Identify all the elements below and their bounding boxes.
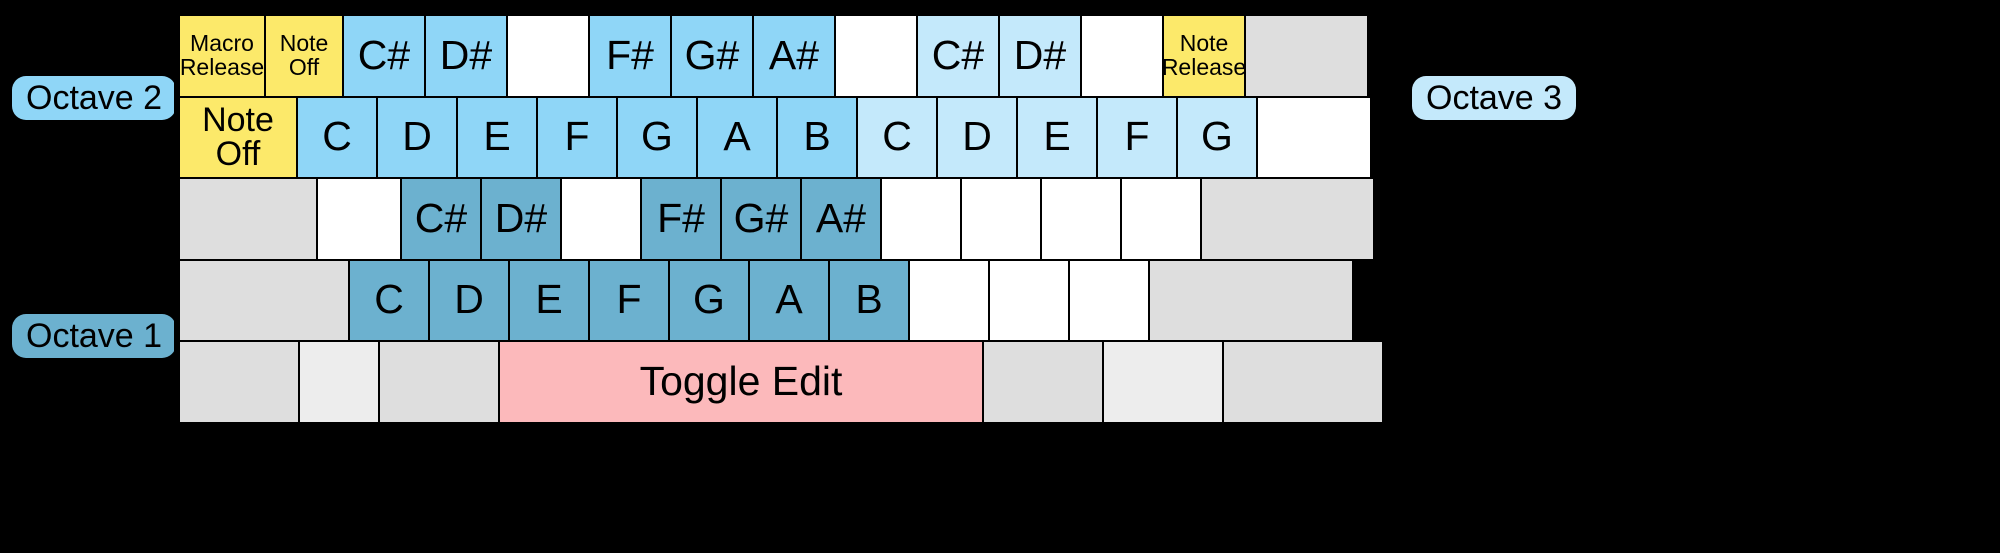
key-a[interactable]: A <box>696 95 778 179</box>
key-macro-release[interactable]: Macro Release <box>178 14 266 98</box>
key-g[interactable]: G <box>1176 95 1258 179</box>
key-blank[interactable] <box>1200 177 1375 261</box>
key-dsharp[interactable]: D# <box>424 14 508 98</box>
key-gsharp[interactable]: G# <box>670 14 754 98</box>
key-c[interactable]: C <box>348 258 430 342</box>
key-e[interactable]: E <box>1016 95 1098 179</box>
key-blank[interactable] <box>506 14 590 98</box>
key-asharp[interactable]: A# <box>800 177 882 261</box>
key-blank[interactable] <box>1068 258 1150 342</box>
octave-2-label: Octave 2 <box>12 76 177 120</box>
key-csharp[interactable]: C# <box>342 14 426 98</box>
key-b[interactable]: B <box>776 95 858 179</box>
octave-1-label: Octave 1 <box>12 314 177 358</box>
octave-3-label: Octave 3 <box>1412 76 1577 120</box>
key-c[interactable]: C <box>296 95 378 179</box>
key-blank[interactable] <box>960 177 1042 261</box>
key-blank[interactable] <box>316 177 402 261</box>
key-gsharp[interactable]: G# <box>720 177 802 261</box>
key-c[interactable]: C <box>856 95 938 179</box>
key-f[interactable]: F <box>536 95 618 179</box>
key-blank[interactable] <box>982 340 1104 424</box>
key-blank[interactable] <box>298 340 380 424</box>
key-blank[interactable] <box>1244 14 1369 98</box>
key-csharp[interactable]: C# <box>916 14 1000 98</box>
key-blank[interactable] <box>178 258 350 342</box>
key-blank[interactable] <box>1222 340 1384 424</box>
key-blank[interactable] <box>560 177 642 261</box>
key-blank[interactable] <box>1148 258 1354 342</box>
key-blank[interactable] <box>378 340 500 424</box>
key-blank[interactable] <box>988 258 1070 342</box>
key-blank[interactable] <box>1120 177 1202 261</box>
key-d[interactable]: D <box>376 95 458 179</box>
key-blank[interactable] <box>178 177 318 261</box>
key-blank[interactable] <box>1040 177 1122 261</box>
key-blank[interactable] <box>834 14 918 98</box>
key-blank[interactable] <box>1080 14 1164 98</box>
key-csharp[interactable]: C# <box>400 177 482 261</box>
key-dsharp[interactable]: D# <box>998 14 1082 98</box>
keyboard-row-home-row: C#D# F#G#A# <box>178 177 1388 261</box>
key-g[interactable]: G <box>616 95 698 179</box>
key-a[interactable]: A <box>748 258 830 342</box>
key-b[interactable]: B <box>828 258 910 342</box>
keyboard-row-space-row: Toggle Edit <box>178 340 1388 424</box>
key-dsharp[interactable]: D# <box>480 177 562 261</box>
key-blank[interactable] <box>880 177 962 261</box>
key-toggle-edit[interactable]: Toggle Edit <box>498 340 984 424</box>
key-f[interactable]: F <box>1096 95 1178 179</box>
key-f[interactable]: F <box>588 258 670 342</box>
key-e[interactable]: E <box>508 258 590 342</box>
key-g[interactable]: G <box>668 258 750 342</box>
key-d[interactable]: D <box>936 95 1018 179</box>
key-note-off[interactable]: Note Off <box>264 14 344 98</box>
key-fsharp[interactable]: F# <box>640 177 722 261</box>
key-e[interactable]: E <box>456 95 538 179</box>
key-fsharp[interactable]: F# <box>588 14 672 98</box>
key-blank[interactable] <box>1256 95 1372 179</box>
key-note-release[interactable]: Note Release <box>1162 14 1246 98</box>
key-note-off[interactable]: Note Off <box>178 95 298 179</box>
key-d[interactable]: D <box>428 258 510 342</box>
key-blank[interactable] <box>178 340 300 424</box>
key-blank[interactable] <box>908 258 990 342</box>
key-asharp[interactable]: A# <box>752 14 836 98</box>
key-blank[interactable] <box>1102 340 1224 424</box>
